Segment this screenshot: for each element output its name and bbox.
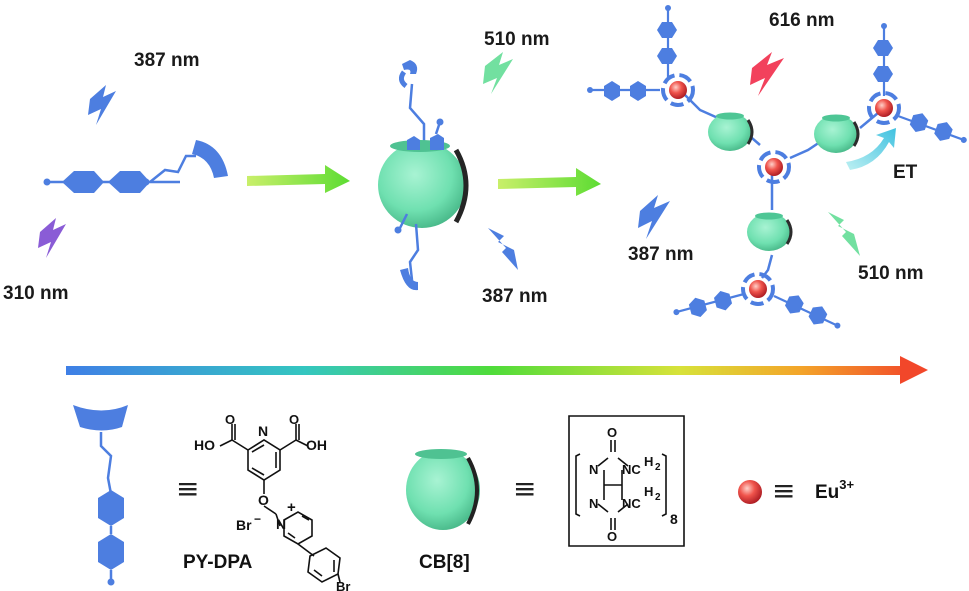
svg-text:N: N	[589, 496, 598, 511]
svg-text:Br: Br	[236, 517, 252, 533]
label-387nm-step2: 387 nm	[482, 286, 548, 307]
step1-flash-310	[38, 218, 66, 258]
legend-cb8-cartoon	[406, 449, 480, 530]
py-dpa-structure	[219, 424, 341, 583]
svg-text:+: +	[287, 499, 296, 516]
svg-text:O: O	[258, 492, 269, 508]
svg-text:O: O	[607, 529, 617, 544]
svg-text:O: O	[607, 425, 617, 440]
step3-flash-616	[750, 52, 784, 96]
eu-element: Eu	[815, 482, 839, 503]
label-387nm-step1: 387 nm	[134, 50, 200, 71]
step2-complex	[378, 60, 469, 291]
label-et: ET	[893, 162, 918, 183]
svg-text:O: O	[225, 412, 235, 427]
step3-flash-510	[828, 212, 860, 256]
svg-text:HO: HO	[194, 437, 215, 453]
svg-text:2: 2	[655, 462, 661, 473]
legend-guest-cartoon	[73, 405, 128, 586]
svg-text:OH: OH	[306, 437, 327, 453]
step2-flash-387	[488, 228, 518, 270]
label-616nm-step3: 616 nm	[769, 10, 835, 31]
py-dpa-label: PY-DPA	[183, 552, 253, 573]
svg-text:O: O	[289, 412, 299, 427]
step2-flash-510	[483, 52, 513, 94]
et-arrow	[846, 128, 896, 170]
svg-text:Br: Br	[336, 579, 350, 591]
step3-flash-387	[638, 195, 670, 239]
label-310nm-step1: 310 nm	[3, 283, 69, 304]
svg-text:N: N	[589, 462, 598, 477]
eu-charge: 3+	[839, 477, 854, 492]
eu-label: Eu3+	[815, 477, 855, 503]
cb8-atoms: O O N N NC NC H 2 H 2 8	[589, 425, 678, 544]
equiv-guest: ≡	[176, 472, 199, 505]
step-arrow-2	[498, 168, 601, 196]
label-510nm-step2: 510 nm	[484, 29, 550, 50]
svg-text:N: N	[258, 423, 268, 439]
svg-text:H: H	[644, 484, 653, 499]
svg-text:−: −	[254, 512, 261, 526]
py-dpa-atoms: N O O HO OH O Br − N + Br	[194, 412, 350, 591]
label-510nm-step3: 510 nm	[858, 263, 924, 284]
svg-text:H: H	[644, 454, 653, 469]
step-arrow-1	[247, 165, 350, 193]
svg-text:8: 8	[670, 511, 678, 527]
step1-flash-387	[88, 85, 116, 125]
equiv-cb8: ≡	[513, 472, 536, 505]
legend-eu-ball	[738, 480, 762, 504]
svg-text:NC: NC	[622, 462, 641, 477]
equiv-eu: ≡	[772, 474, 795, 507]
cb8-structure	[568, 415, 685, 547]
energy-gradient-bar	[66, 356, 928, 384]
step3-network	[585, 3, 969, 337]
label-387nm-step3: 387 nm	[628, 244, 694, 265]
svg-text:N: N	[276, 516, 286, 532]
svg-text:NC: NC	[622, 496, 641, 511]
svg-text:2: 2	[655, 492, 661, 503]
step1-guest-molecule	[43, 140, 228, 193]
cb8-label: CB[8]	[419, 552, 470, 573]
